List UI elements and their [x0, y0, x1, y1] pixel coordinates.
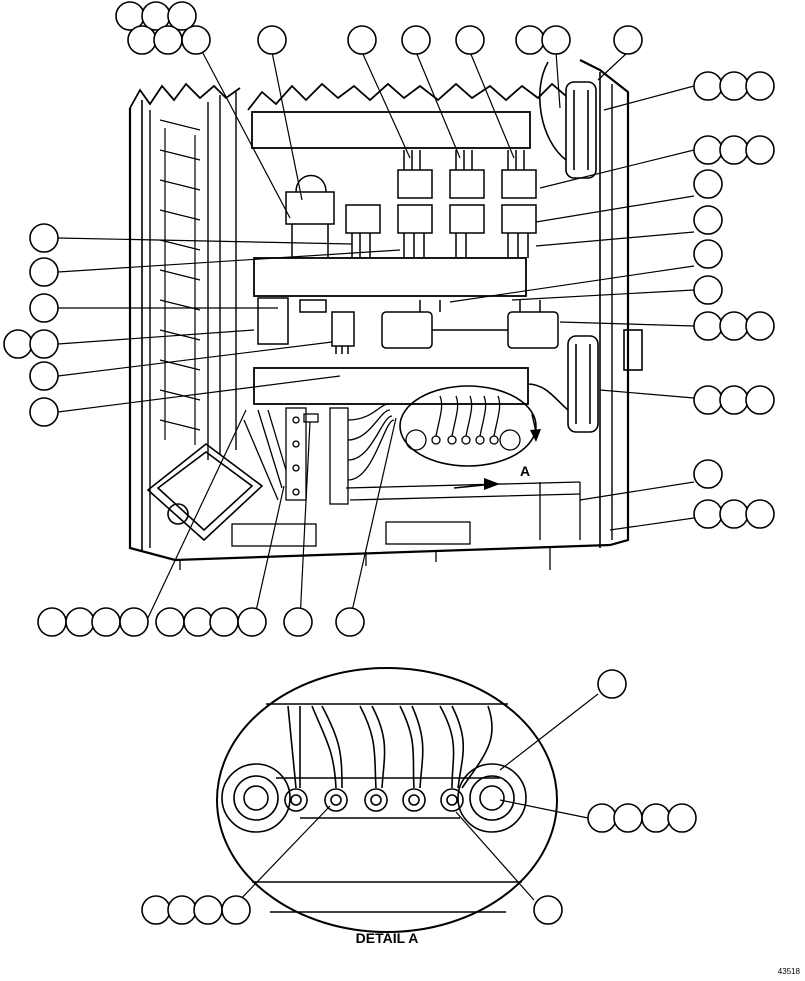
callout-bubble: [3, 329, 33, 359]
callout-bubble: [127, 25, 157, 55]
callout-bubble: [257, 25, 287, 55]
callout-bubble: [347, 25, 377, 55]
callout-bubble: [29, 361, 59, 391]
callout-bubble: [745, 311, 775, 341]
callout-bubble: [745, 385, 775, 415]
callout-bubble: [693, 169, 723, 199]
callout-bubble: [153, 25, 183, 55]
callout-bubble: [37, 607, 67, 637]
cabinet-assembly: A: [128, 59, 643, 570]
callout-bubble: [221, 895, 251, 925]
callout-bubble: [237, 607, 267, 637]
detail-caption: DETAIL A: [356, 930, 419, 946]
leader-lines: [57, 39, 695, 623]
callout-bubble: [193, 895, 223, 925]
callout-bubble: [29, 293, 59, 323]
callout-bubble: [693, 459, 723, 489]
callout-bubble: [29, 257, 59, 287]
callout-bubble: [209, 607, 239, 637]
callout-bubble: [719, 311, 749, 341]
callout-bubble: [613, 25, 643, 55]
callout-bubble: [719, 71, 749, 101]
callout-bubble: [119, 607, 149, 637]
callout-bubble: [719, 135, 749, 165]
detail-marker-label: A: [520, 463, 530, 479]
callout-bubble: [587, 803, 617, 833]
callout-bubble: [613, 803, 643, 833]
callout-bubble: [597, 669, 627, 699]
callout-bubble: [29, 329, 59, 359]
callout-bubble: [541, 25, 571, 55]
callout-bubble: [401, 25, 431, 55]
callout-bubble: [745, 499, 775, 529]
callout-bubble: [29, 223, 59, 253]
callout-bubble: [693, 71, 723, 101]
callout-bubble: [533, 895, 563, 925]
figure-number: 43518: [778, 967, 801, 976]
callout-bubble: [693, 135, 723, 165]
callout-bubble: [167, 1, 197, 31]
callout-bubble: [693, 499, 723, 529]
callout-bubble: [335, 607, 365, 637]
callout-bubble: [181, 25, 211, 55]
callout-bubble: [155, 607, 185, 637]
callout-bubble: [167, 895, 197, 925]
callout-bubble: [65, 607, 95, 637]
callout-bubble: [693, 385, 723, 415]
callout-bubble: [29, 397, 59, 427]
callout-bubble: [693, 205, 723, 235]
callout-bubble: [667, 803, 697, 833]
callout-bubble: [283, 607, 313, 637]
callout-bubble: [745, 71, 775, 101]
callout-bubble: [515, 25, 545, 55]
callout-bubble: [693, 311, 723, 341]
callout-bubble: [693, 239, 723, 269]
callout-bubble: [745, 135, 775, 165]
callout-bubble: [455, 25, 485, 55]
callout-bubble: [719, 385, 749, 415]
callout-bubble: [719, 499, 749, 529]
callout-bubbles: [3, 1, 775, 637]
callout-bubble: [141, 895, 171, 925]
callout-bubble: [91, 607, 121, 637]
callout-bubble: [183, 607, 213, 637]
detail-a-view: DETAIL A: [141, 667, 697, 946]
callout-bubble: [641, 803, 671, 833]
callout-bubble: [693, 275, 723, 305]
